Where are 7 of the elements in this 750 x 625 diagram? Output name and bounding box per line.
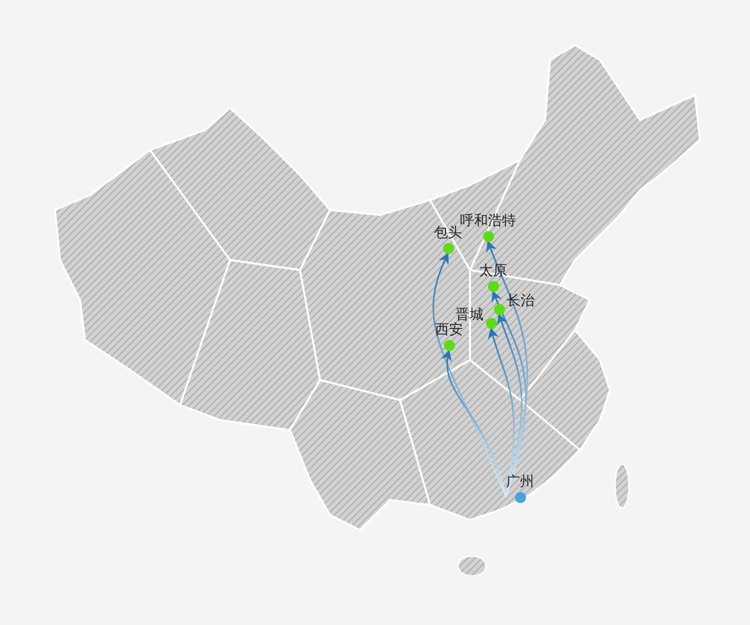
city-label: 广州: [506, 474, 534, 490]
city-label: 包头: [434, 224, 462, 240]
city-label: 晋城: [456, 306, 484, 322]
flight-arrow: [442, 349, 507, 498]
flight-arrow: [497, 313, 522, 498]
flight-arrow: [432, 252, 507, 498]
city-label: 呼和浩特: [460, 212, 516, 228]
